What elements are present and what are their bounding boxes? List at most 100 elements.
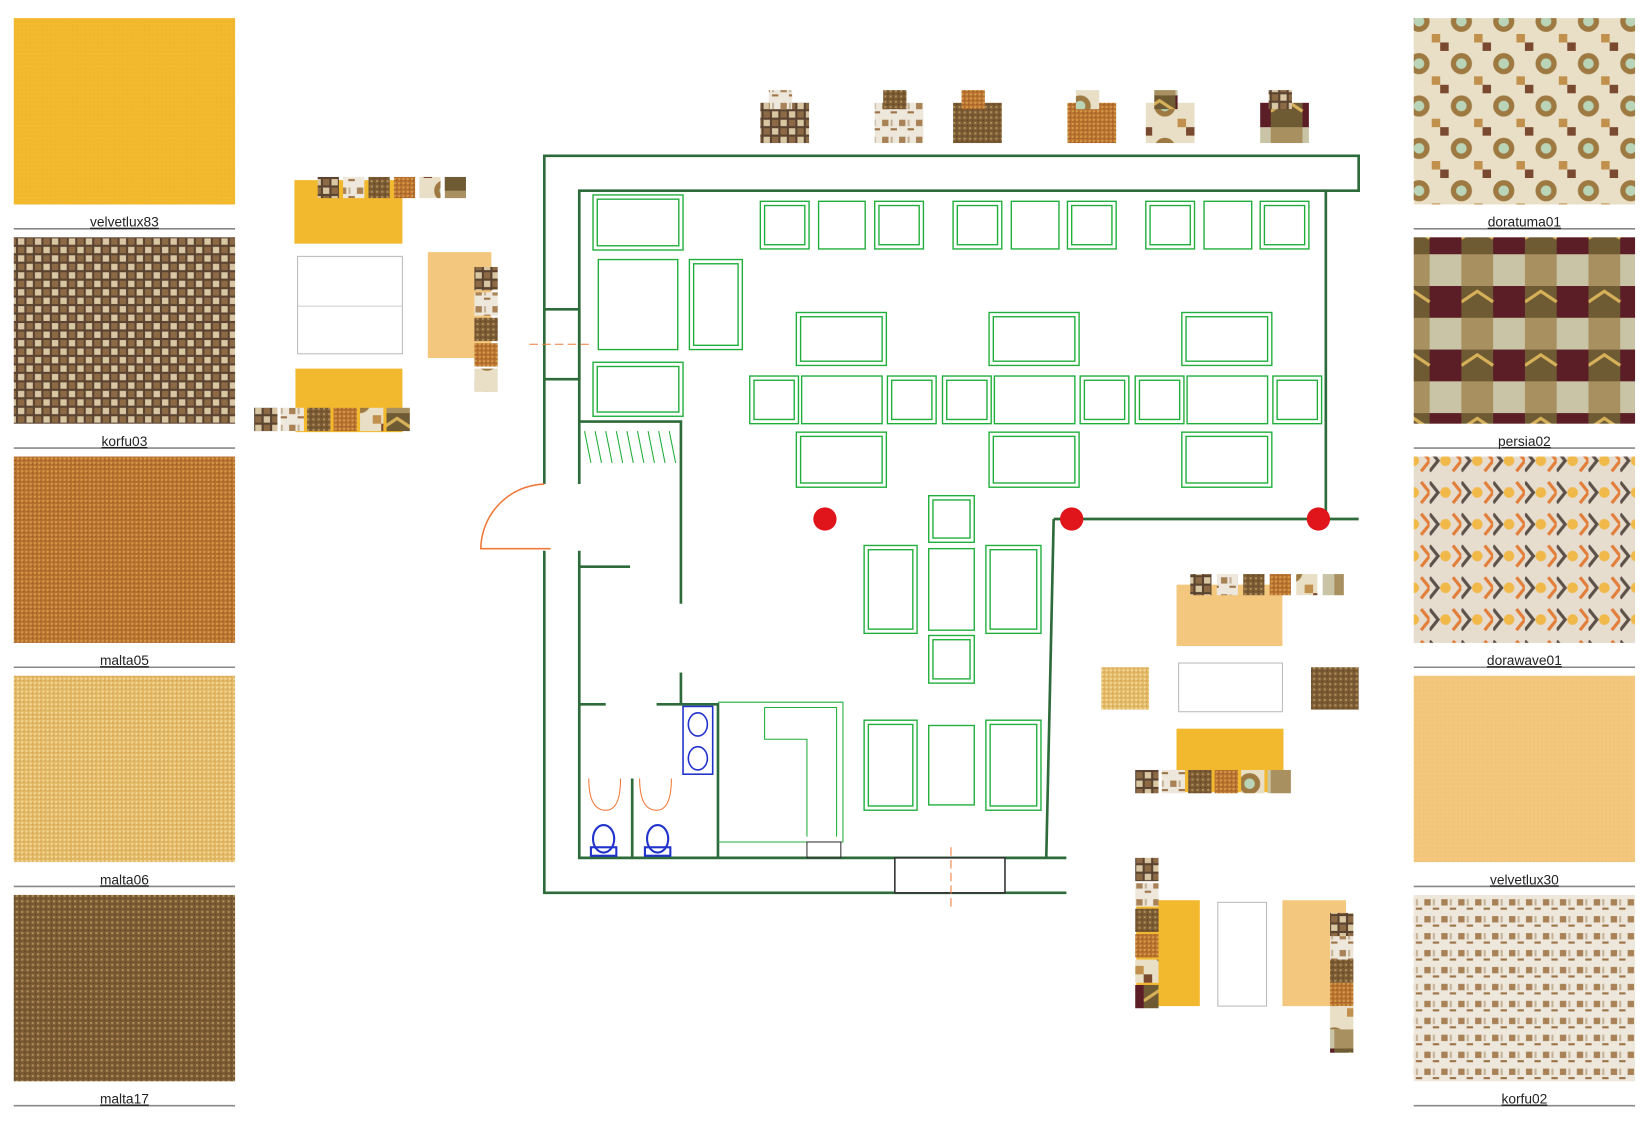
- fabric-chip: [393, 176, 416, 199]
- fabric-chip: [1241, 769, 1265, 794]
- table: [993, 375, 1076, 425]
- sofa: [985, 544, 1042, 635]
- armchair: [1272, 375, 1323, 425]
- window: [544, 307, 581, 381]
- fabric-chip: [1243, 574, 1265, 596]
- fabric-chip: [1075, 90, 1100, 110]
- fabric-chip: [307, 407, 331, 432]
- fabric-chip: [317, 176, 339, 199]
- swatch-label: persia02: [1498, 434, 1551, 449]
- sofa: [592, 194, 684, 251]
- upholstery-sample: [1101, 667, 1149, 710]
- swatch-label: korfu02: [1501, 1092, 1547, 1107]
- fabric-chip: [883, 90, 907, 110]
- upholstery-sample: [874, 102, 924, 144]
- fabric-chip: [1188, 769, 1212, 794]
- armchair-cushion: [692, 263, 739, 347]
- sofa: [795, 311, 888, 367]
- floor-plan: [479, 154, 1360, 911]
- armchair: [928, 634, 975, 684]
- upholstery-sample: [1217, 901, 1268, 1007]
- sofa-cushion: [596, 365, 680, 413]
- table: [1203, 200, 1253, 250]
- swatch-label: dorawave01: [1487, 653, 1562, 668]
- armchair-cushion: [956, 204, 999, 246]
- fabric-chip: [1135, 883, 1159, 907]
- fabric-chip: [474, 292, 498, 316]
- coat-rack-hanger: [636, 430, 645, 463]
- upholstery-sample: [953, 102, 1002, 144]
- coat-rack-hanger: [605, 430, 613, 463]
- fabric-chip: [1154, 90, 1178, 110]
- toilet-tank: [643, 846, 672, 857]
- fabric-chip: [1268, 90, 1292, 110]
- fabric-chip: [444, 176, 466, 199]
- upholstery-sample: [1067, 102, 1117, 144]
- fabric-chip: [1216, 574, 1238, 596]
- armchair: [941, 375, 992, 425]
- fabric-chip: [1135, 959, 1159, 983]
- fabric-chip: [360, 407, 384, 432]
- fabric-chip: [1330, 1029, 1354, 1053]
- fabric-chip: [1296, 574, 1318, 596]
- coat-rack-hanger: [626, 430, 634, 463]
- armchair: [759, 200, 810, 250]
- fabric-chip: [474, 368, 498, 392]
- toilet-door: [639, 778, 672, 811]
- armchair: [928, 495, 975, 543]
- sink-icon: [687, 711, 709, 737]
- sink-icon: [687, 745, 709, 771]
- sofa-cushion: [992, 435, 1076, 484]
- outer-wall-bottom: [542, 550, 1067, 895]
- table: [817, 200, 866, 250]
- fabric-chip: [1267, 769, 1291, 794]
- coat-rack-hanger: [668, 430, 677, 463]
- fabric-chip: [474, 266, 498, 291]
- upholstery-sample: [760, 102, 810, 144]
- fabric-swatch-doratuma01: [1413, 18, 1636, 205]
- armchair-cushion: [1149, 204, 1191, 246]
- coat-rack-hanger: [615, 430, 624, 463]
- structural-column: [813, 507, 837, 531]
- fabric-chip: [768, 90, 793, 110]
- wall-stub: [656, 702, 720, 858]
- fabric-swatch-korfu03: [13, 237, 236, 424]
- armchair-cushion: [1070, 204, 1113, 246]
- table: [928, 547, 975, 631]
- fabric-swatch-velvetlux30: [1413, 675, 1636, 863]
- table: [928, 724, 975, 806]
- upholstery-sample: [1145, 102, 1195, 144]
- fabric-swatch-malta06: [13, 675, 236, 863]
- fabric-chip: [1135, 857, 1159, 882]
- sofa-cushion: [596, 198, 680, 247]
- swatch-label: malta17: [100, 1092, 149, 1107]
- fabric-chip: [1161, 769, 1185, 794]
- armchair-cushion: [890, 379, 933, 421]
- partition-wall: [1044, 518, 1056, 858]
- sofa: [988, 311, 1080, 367]
- fabric-chip: [1330, 912, 1354, 937]
- sink-counter: [682, 705, 714, 775]
- outer-wall: [542, 154, 1360, 521]
- toilet-icon: [591, 823, 616, 854]
- fabric-chip: [386, 407, 410, 432]
- table: [800, 375, 883, 425]
- armchair: [952, 200, 1003, 250]
- sofa-cushion: [992, 316, 1076, 362]
- sofa-cushion: [867, 549, 914, 630]
- fabric-chip: [1330, 936, 1354, 960]
- armchair-cushion: [932, 499, 971, 539]
- sofa: [863, 544, 918, 635]
- sofa-cushion: [989, 549, 1038, 630]
- fabric-chip: [1135, 984, 1159, 1009]
- sofa-cushion: [799, 316, 883, 362]
- fabric-chip: [1330, 1006, 1354, 1030]
- table: [1186, 375, 1269, 425]
- armchair-cushion: [1276, 379, 1319, 421]
- fabric-chip: [419, 176, 441, 199]
- fabric-chip: [333, 407, 357, 432]
- armchair-cushion: [1263, 204, 1306, 246]
- sofa: [592, 361, 684, 417]
- upholstery-sample: [1178, 662, 1283, 713]
- toilet-tank: [589, 846, 618, 857]
